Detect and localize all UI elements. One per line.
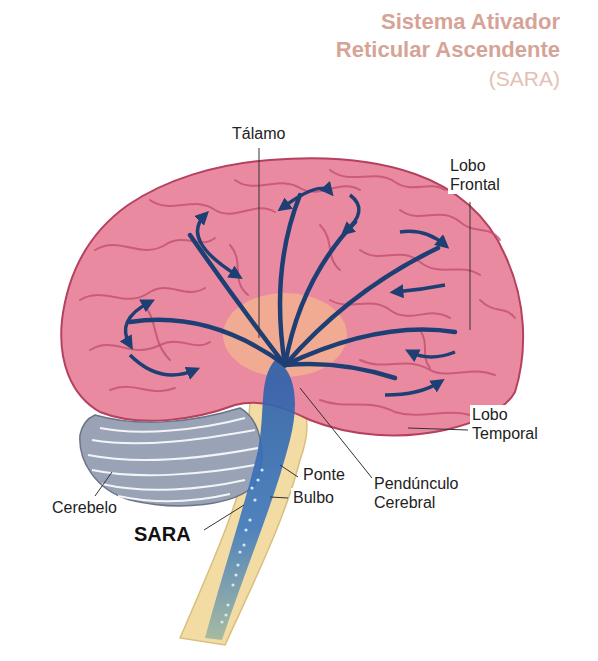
gyrus-fold [230, 245, 248, 295]
cerebellum-folium [118, 494, 230, 501]
cerebellum-folium [100, 418, 245, 432]
structure-label: Lobo Frontal [448, 156, 518, 194]
leader-line [270, 497, 288, 498]
leader-line [95, 472, 112, 496]
reticular-dot [220, 620, 223, 623]
structure-label: Tálamo [230, 124, 287, 143]
gyrus-fold [360, 250, 480, 275]
structure-label: Lobo Temporal [470, 405, 558, 443]
gyrus-fold [150, 200, 275, 214]
reticular-dot [226, 603, 229, 606]
activation-arrow [197, 215, 238, 276]
reticular-dot [260, 468, 263, 471]
reticular-dot [236, 563, 239, 566]
structure-label: Cerebelo [50, 498, 119, 517]
activation-pathway [285, 248, 438, 365]
structure-label: Pendúnculo Cerebral [372, 474, 476, 512]
system-label: SARA [134, 522, 191, 546]
gyrus-fold [320, 400, 470, 415]
reticular-formation [205, 360, 295, 640]
leader-line [259, 148, 260, 338]
gyrus-fold [80, 288, 205, 300]
activation-arrow [400, 231, 445, 245]
gyrus-fold [235, 180, 360, 192]
subtitle: (SARA) [489, 66, 560, 91]
reticular-dot [250, 486, 253, 489]
gyrus-fold [480, 300, 515, 318]
activation-pathway [190, 235, 285, 365]
leader-line [470, 202, 471, 330]
gyrus-fold [140, 300, 170, 360]
gyrus-fold [330, 170, 445, 190]
activation-pathway [285, 329, 455, 365]
gyrus-fold [420, 330, 430, 368]
leader-line [204, 505, 244, 530]
structure-label: Bulbo [291, 488, 336, 507]
reticular-dot [244, 528, 247, 531]
reticular-dot [256, 478, 259, 481]
gyrus-fold [90, 342, 210, 350]
activation-arrow [126, 302, 151, 345]
activation-arrow [410, 352, 455, 357]
reticular-dot [238, 550, 241, 553]
activation-arrow [282, 188, 330, 208]
cerebellum-folium [102, 480, 245, 490]
leader-line [280, 465, 298, 477]
reticular-dot [242, 543, 245, 546]
reticular-dot [231, 583, 234, 586]
cerebellum-folium [92, 465, 255, 475]
cerebellum [80, 408, 262, 506]
activation-pathway [285, 364, 395, 378]
title: Sistema Ativador Reticular Ascendente [320, 8, 560, 63]
activation-arrow [395, 285, 445, 292]
gyrus-fold [110, 387, 175, 391]
activation-arrow [345, 195, 359, 232]
gyrus-fold [400, 210, 500, 240]
reticular-dot [234, 573, 237, 576]
structure-label: Ponte [301, 465, 347, 484]
reticular-dot [224, 613, 227, 616]
activation-arrow [130, 355, 195, 375]
cerebellum-folium [92, 430, 255, 443]
leader-line [408, 428, 468, 430]
reticular-dot [248, 518, 251, 521]
activation-pathway [130, 320, 285, 365]
cerebellum-folium [88, 448, 258, 460]
activation-arrow [385, 382, 440, 395]
reticular-dot [253, 498, 256, 501]
